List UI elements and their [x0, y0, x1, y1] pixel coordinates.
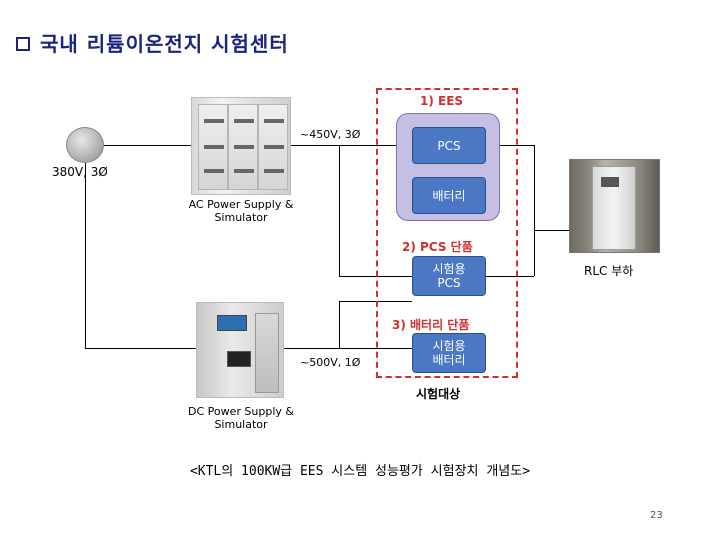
slide-title-text: 국내 리튬이온전지 시험센터 — [40, 32, 289, 56]
figure-caption: <KTL의 100KW급 EES 시스템 성능평가 시험장치 개념도> — [189, 464, 531, 479]
test-pcs-line2: PCS — [437, 276, 461, 290]
ac-to-test-pcs-line — [339, 276, 412, 277]
dc-power-supply-image — [196, 302, 284, 398]
source-to-dc-horizontal-line — [85, 348, 196, 349]
test-battery-line1: 시험용 — [432, 339, 466, 353]
ac-voltage-label: ~450V, 3Ø — [300, 128, 361, 141]
dc-supply-label-line2: Simulator — [214, 418, 268, 431]
ees-title: 1) EES — [420, 94, 464, 108]
rlc-bus-vertical-line — [534, 145, 535, 276]
test-target-label: 시험대상 — [416, 387, 461, 401]
test-pcs-line1: 시험용 — [432, 262, 466, 276]
rlc-cabinet-icon — [592, 166, 636, 250]
test-pcs-block: 시험용 PCS — [412, 256, 486, 296]
rlc-feed-line — [534, 230, 569, 231]
ac-bus-drop-line — [339, 145, 340, 277]
dc-voltage-label: ~500V, 1Ø — [300, 356, 361, 369]
ac-supply-label: AC Power Supply & Simulator — [178, 198, 304, 224]
ac-bus-line — [291, 145, 412, 146]
page-number: 23 — [650, 510, 663, 521]
test-battery-line2: 배터리 — [432, 353, 466, 367]
test-battery-block: 시험용 배터리 — [412, 333, 486, 373]
source-label: 380V, 3Ø — [52, 165, 108, 179]
battery-block: 배터리 — [412, 177, 486, 214]
rlc-panel-icon — [601, 177, 619, 187]
dc-bus-line — [284, 348, 412, 349]
dc-bus-vertical-line — [339, 301, 340, 348]
rlc-label: RLC 부하 — [584, 264, 634, 278]
source-to-dc-vertical-line — [85, 163, 86, 348]
test-pcs-to-rlc-line — [486, 276, 534, 277]
slide-title: 국내 리튬이온전지 시험센터 — [16, 28, 289, 57]
dc-to-test-pcs-line — [339, 301, 412, 302]
battery-unit-title: 3) 배터리 단품 — [392, 318, 470, 332]
test-target-region — [376, 88, 518, 378]
dc-monitor-icon — [227, 351, 251, 367]
dc-supply-label: DC Power Supply & Simulator — [178, 405, 304, 431]
dc-display-icon — [217, 315, 247, 331]
dc-rack-icon — [255, 313, 279, 393]
rlc-load-image — [569, 159, 660, 253]
grid-source-icon — [66, 127, 104, 163]
dc-supply-label-line1: DC Power Supply & — [188, 405, 294, 418]
ac-supply-label-line1: AC Power Supply & — [188, 198, 294, 211]
ac-power-supply-image — [191, 97, 291, 195]
pcs-block: PCS — [412, 127, 486, 164]
ac-supply-label-line2: Simulator — [214, 211, 268, 224]
checkbox-bullet-icon — [16, 36, 30, 51]
source-to-ac-line — [104, 145, 191, 146]
pcs-unit-title: 2) PCS 단품 — [402, 240, 473, 254]
